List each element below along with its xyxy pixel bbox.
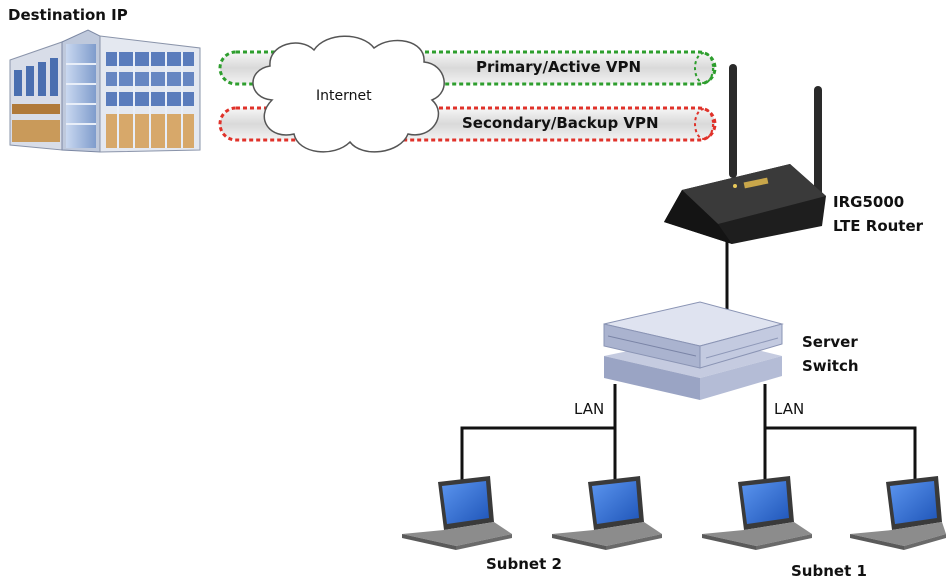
internet-label: Internet bbox=[316, 88, 372, 104]
primary-vpn-label: Primary/Active VPN bbox=[476, 58, 642, 76]
switch-label: Server Switch bbox=[802, 330, 859, 378]
laptop-icon bbox=[552, 476, 662, 550]
network-links bbox=[460, 240, 917, 482]
cloud-icon bbox=[252, 35, 445, 153]
switch-label-line2: Switch bbox=[802, 357, 859, 375]
router-label-line1: IRG5000 bbox=[833, 193, 905, 211]
laptop-icon bbox=[702, 476, 812, 550]
server-switch-icon bbox=[603, 301, 784, 400]
switch-label-line1: Server bbox=[802, 333, 858, 351]
router-label: IRG5000 LTE Router bbox=[833, 190, 923, 238]
destination-ip-label: Destination IP bbox=[8, 6, 128, 24]
laptop-icon bbox=[850, 476, 946, 550]
building-icon bbox=[9, 29, 201, 153]
lan-right-bus bbox=[763, 426, 917, 482]
router-label-line2: LTE Router bbox=[833, 217, 924, 235]
laptop-icon bbox=[402, 476, 512, 550]
lan-left-label: LAN bbox=[574, 400, 605, 418]
lan-right-label: LAN bbox=[774, 400, 805, 418]
lan-left-bus bbox=[460, 426, 617, 482]
backup-vpn-label: Secondary/Backup VPN bbox=[462, 114, 659, 132]
router-icon bbox=[664, 64, 826, 244]
subnet-2-label: Subnet 2 bbox=[486, 555, 562, 573]
subnet-1-label: Subnet 1 bbox=[791, 562, 867, 580]
